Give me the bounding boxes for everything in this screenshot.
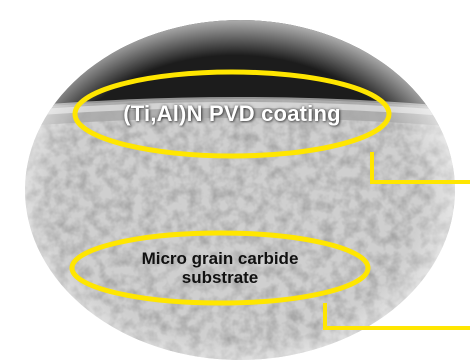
coating-highlight-ellipse xyxy=(72,69,392,159)
substrate-leader-line xyxy=(323,303,470,330)
coating-label: (Ti,Al)N PVD coating xyxy=(80,88,384,140)
coating-leader-line xyxy=(370,152,470,184)
substrate-label-line1: Micro grain carbide xyxy=(141,249,299,268)
substrate-highlight-ellipse xyxy=(69,230,371,306)
substrate-label: Micro grain carbide substrate xyxy=(80,240,360,296)
coating-label-text: (Ti,Al)N PVD coating xyxy=(123,101,341,126)
substrate-label-line2: substrate xyxy=(181,268,259,287)
